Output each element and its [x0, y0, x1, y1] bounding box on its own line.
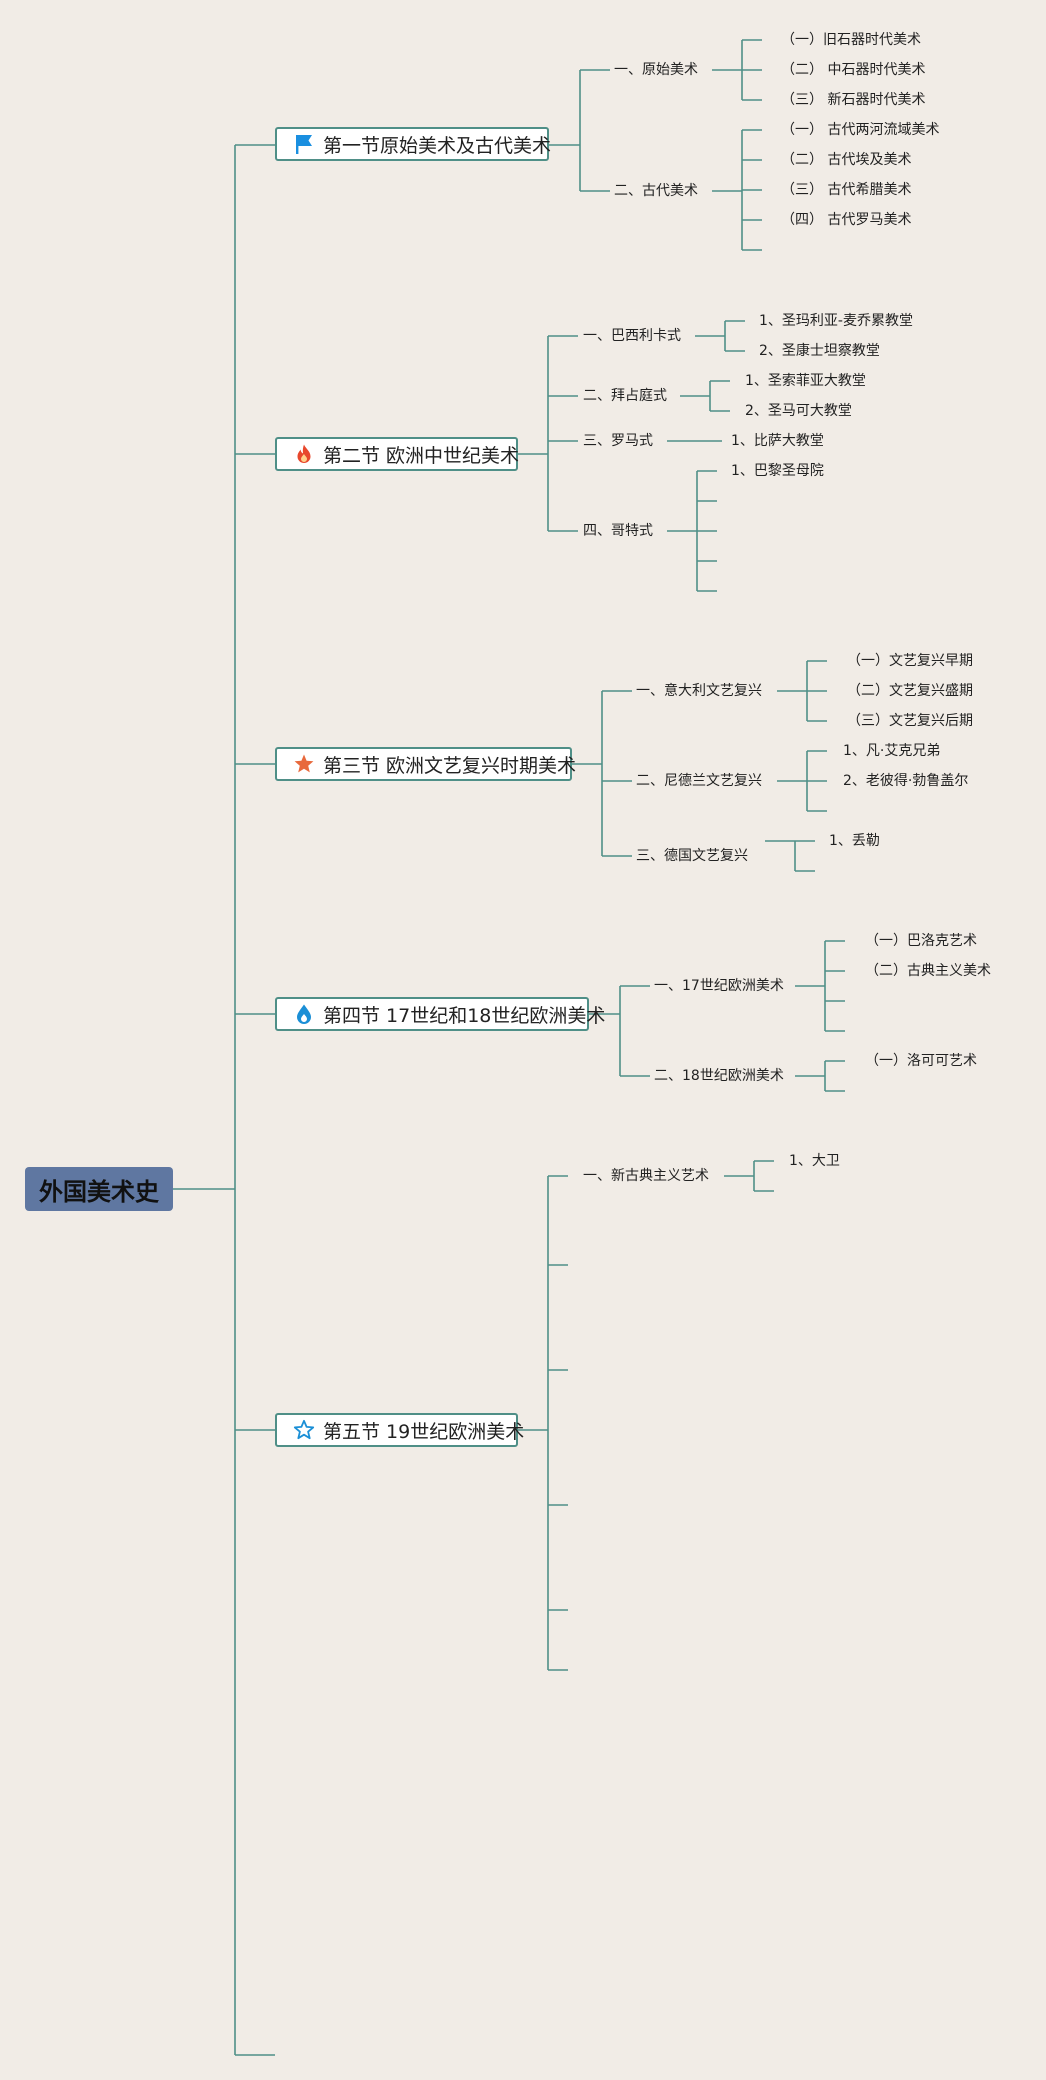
- section-5-node[interactable]: 第五节 19世纪欧洲美术: [275, 1413, 524, 1447]
- s2-sub2-item1[interactable]: 1、圣索菲亚大教堂: [745, 373, 866, 389]
- s2-sub3-label[interactable]: 三、罗马式: [583, 433, 653, 449]
- s1-sub2-item4[interactable]: （四） 古代罗马美术: [781, 212, 912, 228]
- s2-sub1-label[interactable]: 一、巴西利卡式: [583, 328, 681, 344]
- s3-sub2-label[interactable]: 二、尼德兰文艺复兴: [636, 773, 762, 789]
- s4-sub1-item1[interactable]: （一）巴洛克艺术: [865, 933, 977, 949]
- s4-sub1-label[interactable]: 一、17世纪欧洲美术: [654, 978, 784, 994]
- s3-sub2-item1[interactable]: 1、凡·艾克兄弟: [843, 743, 941, 759]
- s2-sub3-item1[interactable]: 1、比萨大教堂: [731, 433, 824, 449]
- section-3-label: 第三节 欧洲文艺复兴时期美术: [323, 754, 577, 777]
- s3-sub2-item2[interactable]: 2、老彼得·勃鲁盖尔: [843, 773, 969, 789]
- s2-sub1-item2[interactable]: 2、圣康士坦察教堂: [759, 343, 880, 359]
- s3-sub3-item1[interactable]: 1、丢勒: [829, 833, 880, 849]
- s3-sub1-item2[interactable]: （二）文艺复兴盛期: [847, 683, 973, 699]
- section-2-node[interactable]: 第二节 欧洲中世纪美术: [275, 437, 520, 471]
- s3-sub1-label[interactable]: 一、意大利文艺复兴: [636, 683, 762, 699]
- s5-sub1-label[interactable]: 一、新古典主义艺术: [583, 1168, 709, 1184]
- star-outline-icon: [293, 1419, 315, 1441]
- section-4-node[interactable]: 第四节 17世纪和18世纪欧洲美术: [275, 997, 605, 1031]
- section-1-node[interactable]: 第一节原始美术及古代美术: [275, 127, 552, 161]
- section-5-label: 第五节 19世纪欧洲美术: [323, 1420, 525, 1443]
- s1-sub2-item3[interactable]: （三） 古代希腊美术: [781, 182, 912, 198]
- s1-sub1-item3[interactable]: （三） 新石器时代美术: [781, 92, 926, 108]
- s1-sub1-item1[interactable]: （一）旧石器时代美术: [781, 32, 921, 48]
- s1-sub1-item2[interactable]: （二） 中石器时代美术: [781, 62, 926, 78]
- s1-sub2-item2[interactable]: （二） 古代埃及美术: [781, 152, 912, 168]
- s4-sub2-label[interactable]: 二、18世纪欧洲美术: [654, 1068, 784, 1084]
- s2-sub2-label[interactable]: 二、拜占庭式: [583, 388, 667, 404]
- s2-sub4-item1[interactable]: 1、巴黎圣母院: [731, 463, 824, 479]
- s1-sub2-label[interactable]: 二、古代美术: [614, 183, 698, 199]
- section-4-label: 第四节 17世纪和18世纪欧洲美术: [323, 1004, 606, 1027]
- flag-icon: [293, 133, 315, 155]
- section-1-label: 第一节原始美术及古代美术: [323, 134, 552, 157]
- s4-sub2-item1[interactable]: （一）洛可可艺术: [865, 1053, 977, 1069]
- s4-sub1-item2[interactable]: （二）古典主义美术: [865, 963, 991, 979]
- s1-sub1-label[interactable]: 一、原始美术: [614, 62, 698, 78]
- star-icon: [293, 753, 315, 775]
- s1-sub2-item1[interactable]: （一） 古代两河流域美术: [781, 122, 940, 138]
- section-2-label: 第二节 欧洲中世纪美术: [323, 444, 520, 467]
- s3-sub3-label[interactable]: 三、德国文艺复兴: [636, 848, 748, 864]
- water-drop-icon: [293, 1003, 315, 1025]
- s3-sub1-item3[interactable]: （三）文艺复兴后期: [847, 713, 973, 729]
- s2-sub4-label[interactable]: 四、哥特式: [583, 523, 653, 539]
- s2-sub1-item1[interactable]: 1、圣玛利亚-麦乔累教堂: [759, 313, 913, 329]
- s5-sub1-item1[interactable]: 1、大卫: [789, 1153, 840, 1169]
- fire-icon: [293, 443, 315, 465]
- root-node[interactable]: 外国美术史: [25, 1167, 173, 1211]
- s2-sub2-item2[interactable]: 2、圣马可大教堂: [745, 403, 852, 419]
- s3-sub1-item1[interactable]: （一）文艺复兴早期: [847, 653, 973, 669]
- section-3-node[interactable]: 第三节 欧洲文艺复兴时期美术: [275, 747, 576, 781]
